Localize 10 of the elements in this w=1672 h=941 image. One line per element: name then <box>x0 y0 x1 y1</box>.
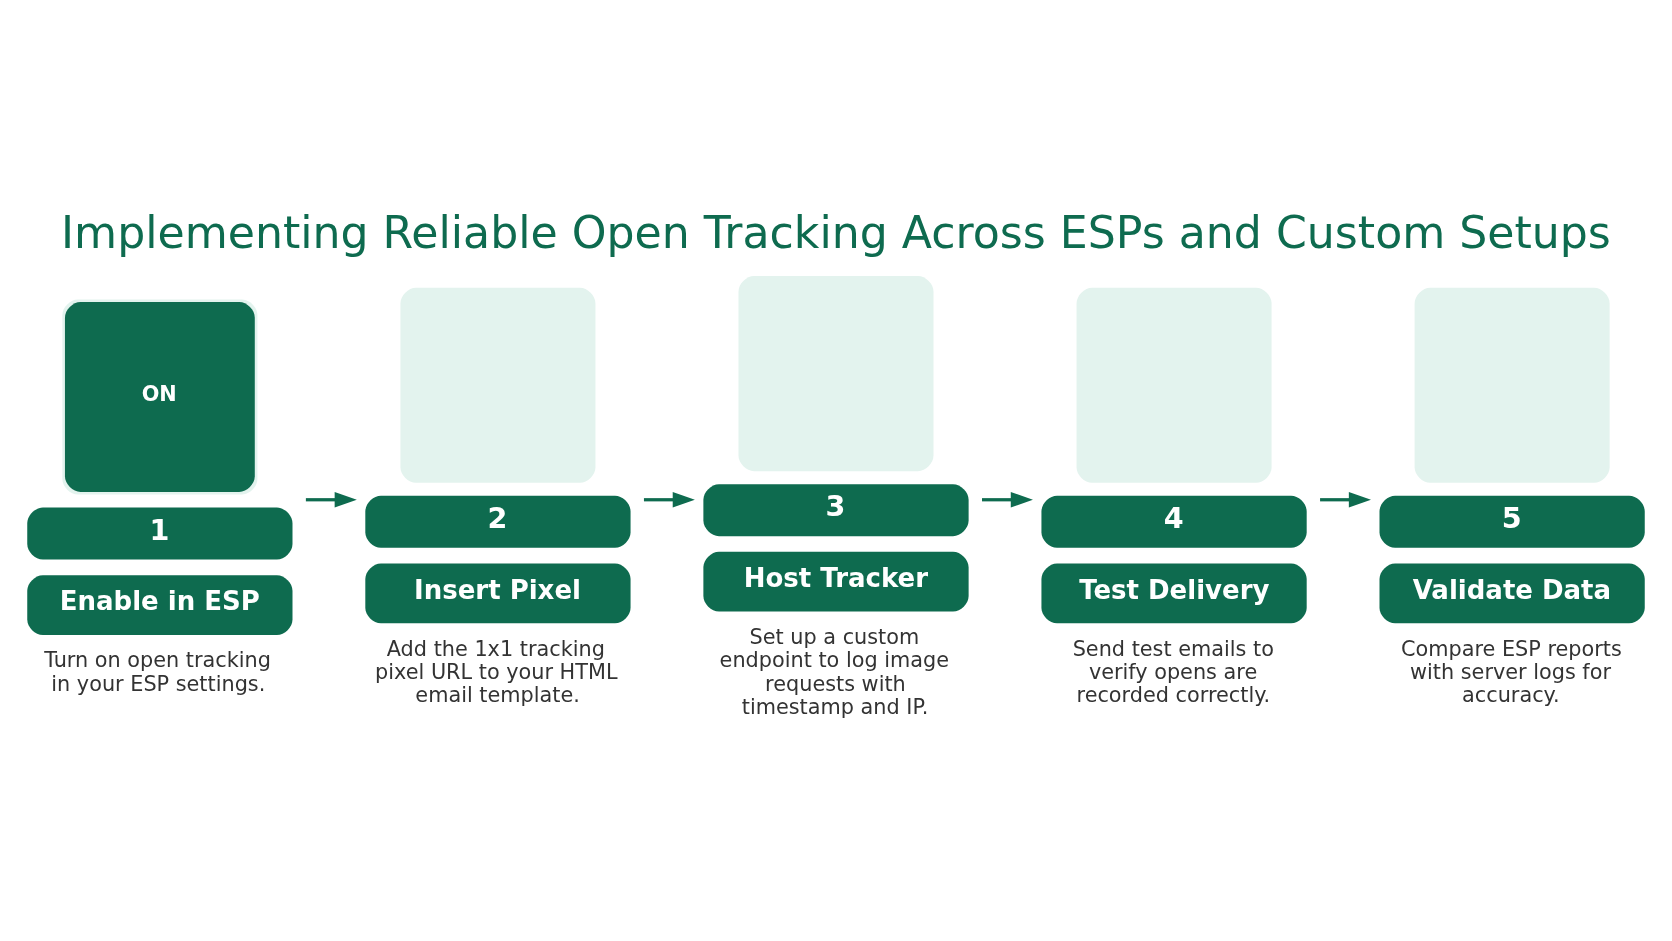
arrow <box>982 492 1033 508</box>
node-label: Turn on open tracking in your ESP settings. <box>44 648 271 696</box>
arrow <box>1320 492 1371 508</box>
node-label: Set up a custom endpoint to log image requests with timestamp and IP. <box>719 624 950 720</box>
node-label: Send test emails to verify opens are recorded correctly. <box>1072 636 1274 708</box>
arrow <box>643 492 695 508</box>
arrow <box>305 492 357 508</box>
node-label: Compare ESP reports with server logs for accuracy. <box>1400 636 1622 708</box>
diagram-title: Implementing Reliable Open Tracking Across ESPs and Custom Setups <box>61 206 1611 258</box>
node-label: Add the 1x1 tracking pixel URL to your HTML email template. <box>375 636 618 708</box>
